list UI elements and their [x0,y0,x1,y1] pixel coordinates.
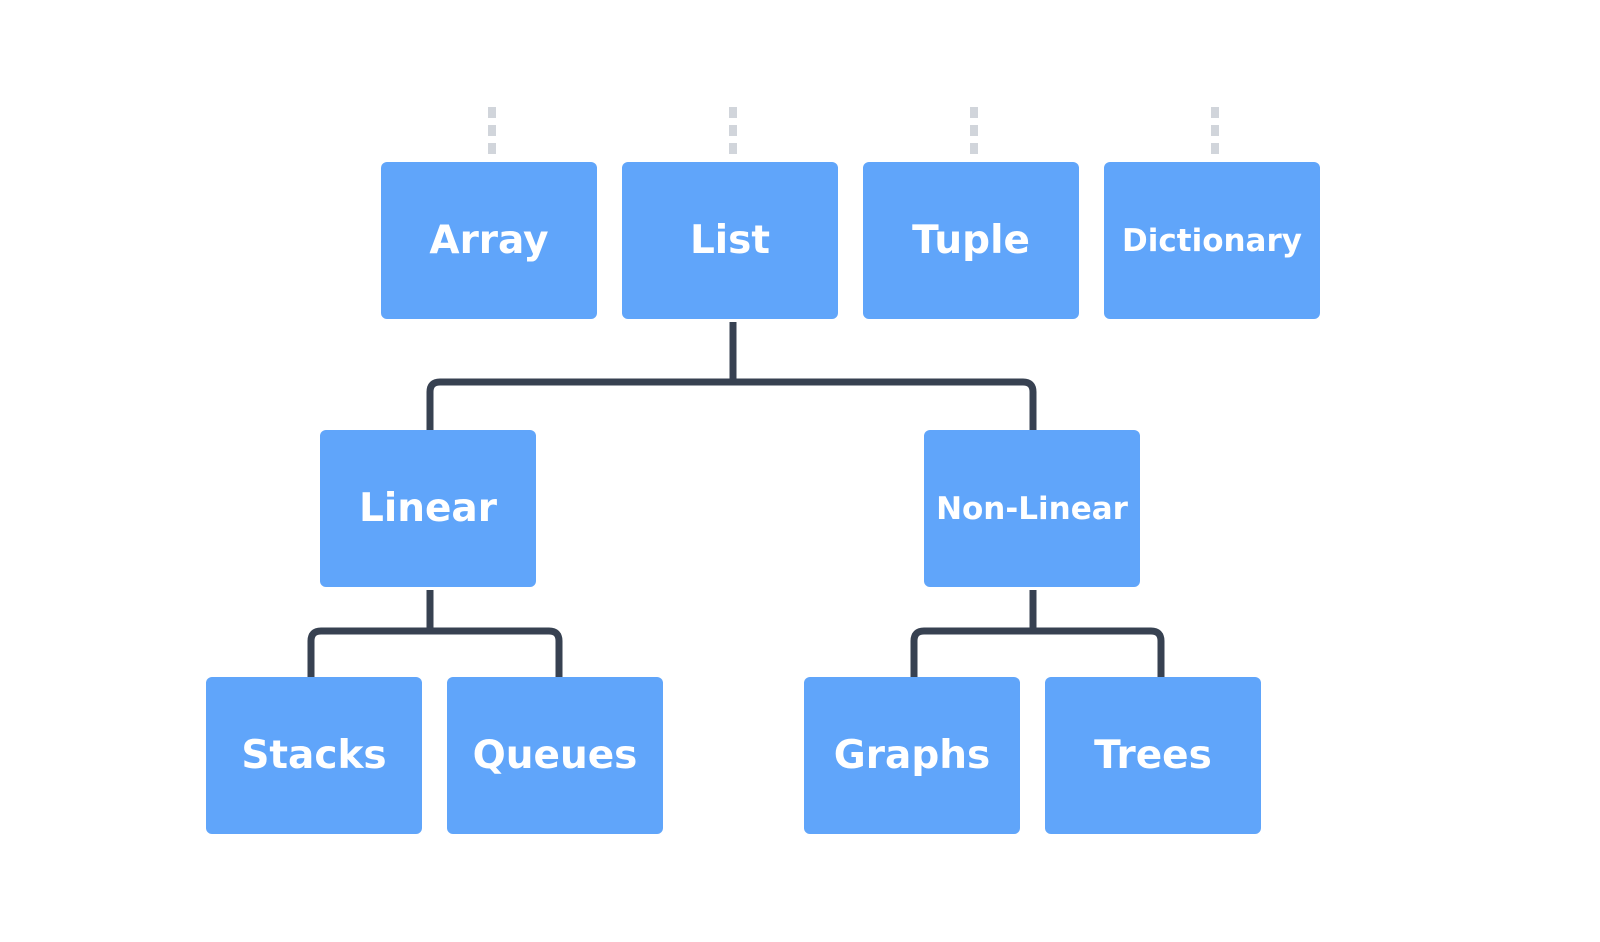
connector-list-to-children [426,322,1037,431]
node-dictionary: Dictionary [1104,162,1320,319]
connector-nonlinear-to-children [910,590,1165,678]
node-trees: Trees [1045,677,1261,834]
connector-linear-to-children [307,590,563,678]
node-tuple: Tuple [863,162,1079,319]
node-queues: Queues [447,677,663,834]
node-non-linear: Non-Linear [924,430,1140,587]
node-list: List [622,162,838,319]
node-stacks: Stacks [206,677,422,834]
node-graphs: Graphs [804,677,1020,834]
node-array: Array [381,162,597,319]
node-linear: Linear [320,430,536,587]
